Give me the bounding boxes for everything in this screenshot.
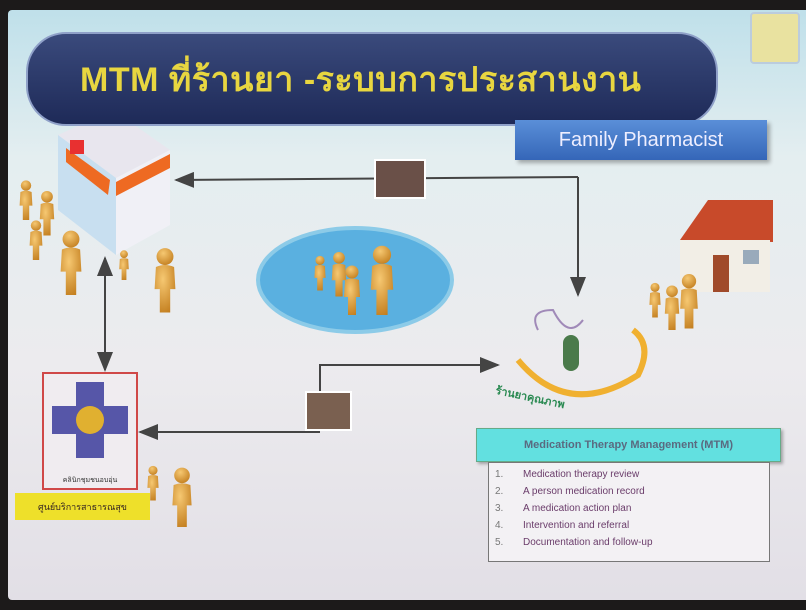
item-number: 2. <box>495 486 504 497</box>
health-center-label: ศูนย์บริการสาธารณสุข <box>15 493 150 520</box>
mtm-list: 1. Medication therapy review 2. A person m… <box>488 462 770 562</box>
pharmacy-photo <box>305 391 352 431</box>
diagram-art <box>19 110 773 527</box>
list-item: 1. Medication therapy review <box>495 469 769 486</box>
presentation-slide: MTM ที่ร้านยา -ระบบการประสานงาน Family P… <box>8 10 806 600</box>
item-text: Intervention and referral <box>523 520 630 531</box>
item-number: 3. <box>495 503 504 514</box>
item-number: 1. <box>495 469 504 480</box>
item-text: A person medication record <box>523 486 645 497</box>
slide-title: MTM ที่ร้านยา -ระบบการประสานงาน <box>80 61 642 99</box>
slide-title-banner: MTM ที่ร้านยา -ระบบการประสานงาน <box>26 32 718 126</box>
list-item: 3. A medication action plan <box>495 503 769 520</box>
pharmacy-building-icon <box>58 110 170 255</box>
item-text: A medication action plan <box>523 503 632 514</box>
item-number: 4. <box>495 520 504 531</box>
community-clinic-box: คลินิกชุมชนอบอุ่น <box>42 372 138 490</box>
medical-cross-icon <box>52 382 128 458</box>
item-number: 5. <box>495 537 504 548</box>
list-item: 4. Intervention and referral <box>495 520 769 537</box>
clinic-label: คลินิกชุมชนอบอุ่น <box>62 477 118 484</box>
list-item: 2. A person medication record <box>495 486 769 503</box>
consultation-photo <box>374 159 426 199</box>
item-text: Documentation and follow-up <box>523 537 653 548</box>
quality-pharmacy-logo <box>515 308 648 398</box>
organization-logo <box>750 12 800 64</box>
list-item: 5. Documentation and follow-up <box>495 537 769 554</box>
item-text: Medication therapy review <box>523 469 640 480</box>
family-pharmacist-label: Family Pharmacist <box>515 120 767 160</box>
mtm-header: Medication Therapy Management (MTM) <box>476 428 781 462</box>
